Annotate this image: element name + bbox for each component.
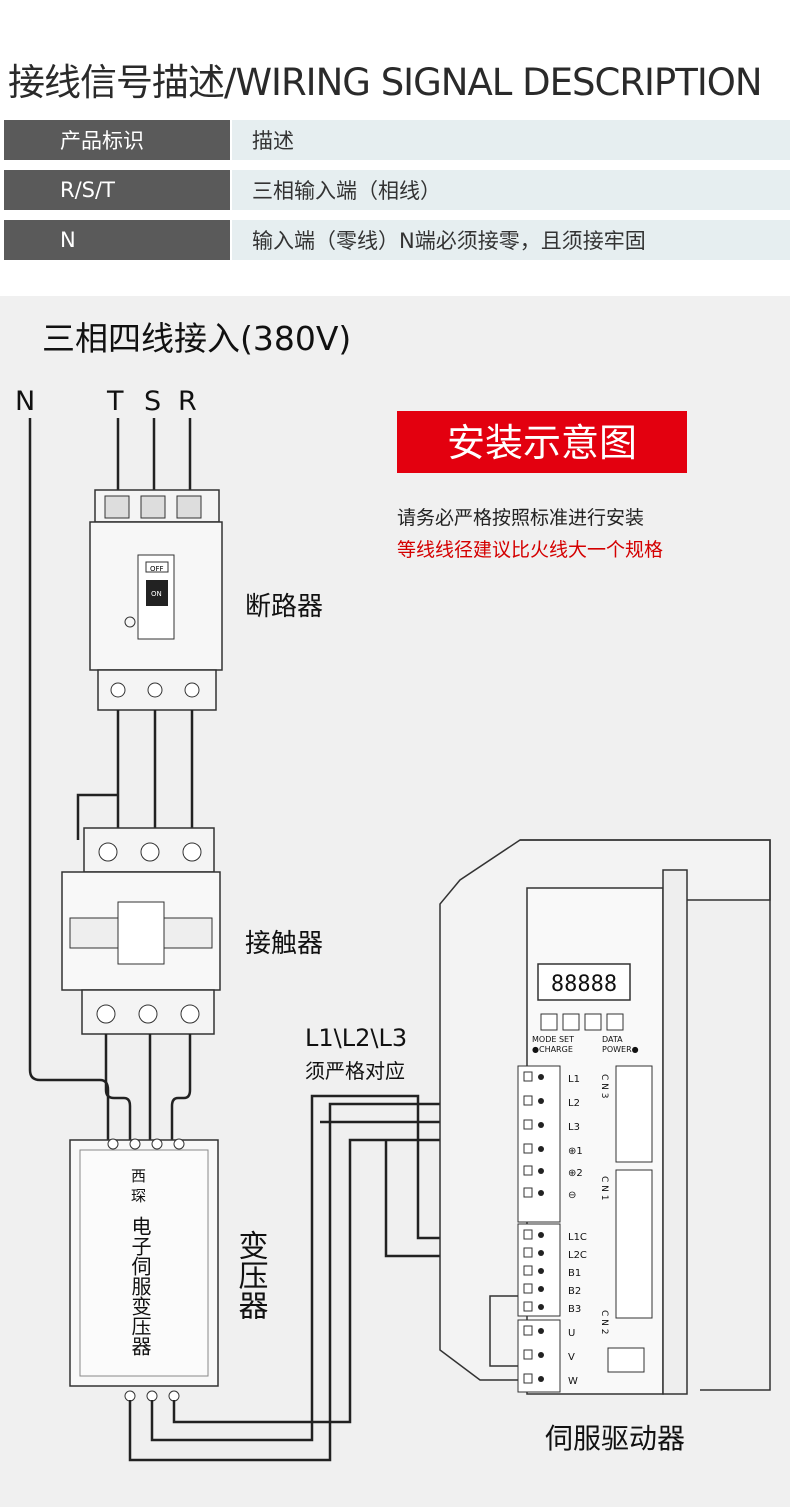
- driver-charge: ●CHARGE: [532, 1045, 573, 1054]
- breaker-off-label: OFF: [150, 565, 164, 573]
- spec-value: 描述: [232, 120, 790, 160]
- wire-gauge-note: 等线线径建议比火线大一个规格: [397, 539, 663, 561]
- diagram-heading: 三相四线接入(380V): [42, 319, 351, 358]
- driver-mode-set: MODE SET: [532, 1035, 574, 1044]
- page-title: 接线信号描述/WIRING SIGNAL DESCRIPTION: [8, 61, 763, 104]
- driver-terminal-screw: [523, 1143, 533, 1154]
- driver-terminal-label: B1: [568, 1268, 581, 1279]
- terminal-n-label: N: [15, 386, 35, 417]
- driver-terminal-dot: [538, 1146, 544, 1152]
- driver-terminal-dot: [538, 1074, 544, 1080]
- spec-value: 输入端（零线）N端必须接零，且须接牢固: [232, 220, 790, 260]
- table-row: R/S/T 三相输入端（相线）: [0, 170, 790, 210]
- driver-terminal-screw: [523, 1283, 533, 1294]
- driver-terminal-label: U: [568, 1328, 575, 1339]
- contactor: [61, 827, 221, 1035]
- transformer-text: 电子伺服变压器: [128, 1216, 152, 1356]
- transformer: 西 琛 电子伺服变压器: [69, 1138, 219, 1402]
- driver-terminal-screw: [523, 1265, 533, 1276]
- contactor-transformer-wires: [104, 1034, 192, 1140]
- driver-terminal-screw: [523, 1301, 533, 1312]
- table-row: N 输入端（零线）N端必须接零，且须接牢固: [0, 220, 790, 260]
- spec-value: 三相输入端（相线）: [232, 170, 790, 210]
- driver-terminal-screw: [523, 1373, 533, 1384]
- contactor-label: 接触器: [245, 929, 323, 959]
- driver-terminal-label: L1C: [568, 1232, 587, 1243]
- spec-key: 产品标识: [4, 120, 230, 160]
- breaker-label: 断路器: [245, 592, 323, 622]
- driver-terminal-screw: [523, 1165, 533, 1176]
- driver-terminal-dot: [538, 1286, 544, 1292]
- spec-key: N: [4, 220, 230, 260]
- driver-terminal-label: B3: [568, 1304, 581, 1315]
- driver-terminal-dot: [538, 1268, 544, 1274]
- cn1-label: C N 1: [599, 1176, 609, 1200]
- transformer-label: 变压器: [233, 1230, 269, 1320]
- driver-terminal-label: L2C: [568, 1250, 587, 1261]
- driver-terminal-dot: [538, 1250, 544, 1256]
- terminal-t-label: T: [106, 386, 124, 417]
- driver-terminal-dot: [538, 1232, 544, 1238]
- driver-terminal-screw: [523, 1187, 533, 1198]
- driver-data: DATA: [602, 1035, 623, 1044]
- terminal-r-label: R: [178, 386, 197, 417]
- driver-terminal-screw: [523, 1071, 533, 1082]
- driver-terminal-label: ⊕2: [568, 1168, 583, 1179]
- wiring-diagram: 三相四线接入(380V) N T S R OFF ON 断路器: [0, 296, 790, 1507]
- driver-terminal-dot: [538, 1328, 544, 1334]
- cn2-label: C N 2: [599, 1310, 609, 1334]
- incoming-wires: [28, 418, 192, 1140]
- driver-terminal-screw: [523, 1247, 533, 1258]
- driver-terminal-label: L1: [568, 1074, 580, 1085]
- driver-terminal-dot: [538, 1376, 544, 1382]
- driver-terminal-label: B2: [568, 1286, 581, 1297]
- breaker-contactor-wires: [76, 710, 194, 840]
- driver-terminal-label: L3: [568, 1122, 580, 1133]
- driver-terminal-dot: [538, 1168, 544, 1174]
- breaker-on-label: ON: [151, 590, 162, 598]
- banner-title: 安装示意图: [447, 421, 637, 465]
- driver-terminal-screw: [523, 1349, 533, 1360]
- servo-driver: 88888 MODE SET DATA ●CHARGE POWER● C N 3…: [439, 839, 771, 1395]
- table-row: 产品标识 描述: [0, 120, 790, 160]
- driver-power: POWER●: [602, 1045, 639, 1054]
- driver-terminal-screw: [523, 1095, 533, 1106]
- driver-terminal-label: ⊕1: [568, 1146, 583, 1157]
- driver-terminal-label: W: [568, 1376, 578, 1387]
- banner-bg: [397, 411, 687, 473]
- transformer-brand: 西 琛: [129, 1168, 147, 1203]
- driver-terminal-screw: [523, 1325, 533, 1336]
- driver-terminal-label: ⊖: [568, 1190, 576, 1201]
- circuit-breaker: OFF ON: [89, 489, 223, 711]
- driver-terminal-dot: [538, 1352, 544, 1358]
- driver-terminal-dot: [538, 1122, 544, 1128]
- driver-terminal-dot: [538, 1190, 544, 1196]
- driver-display: 88888: [551, 972, 617, 997]
- cn3-label: C N 3: [599, 1074, 609, 1098]
- driver-terminal-screw: [523, 1119, 533, 1130]
- l123-note: 须严格对应: [305, 1059, 405, 1083]
- driver-terminal-label: V: [568, 1352, 575, 1363]
- driver-terminal-dot: [538, 1098, 544, 1104]
- driver-terminal-screw: [523, 1229, 533, 1240]
- driver-label: 伺服驱动器: [545, 1422, 685, 1455]
- driver-terminal-label: L2: [568, 1098, 580, 1109]
- install-note: 请务必严格按照标准进行安装: [397, 507, 644, 529]
- l123-label: L1\L2\L3: [305, 1024, 407, 1052]
- spec-key: R/S/T: [4, 170, 230, 210]
- driver-terminal-dot: [538, 1304, 544, 1310]
- terminal-s-label: S: [144, 386, 161, 417]
